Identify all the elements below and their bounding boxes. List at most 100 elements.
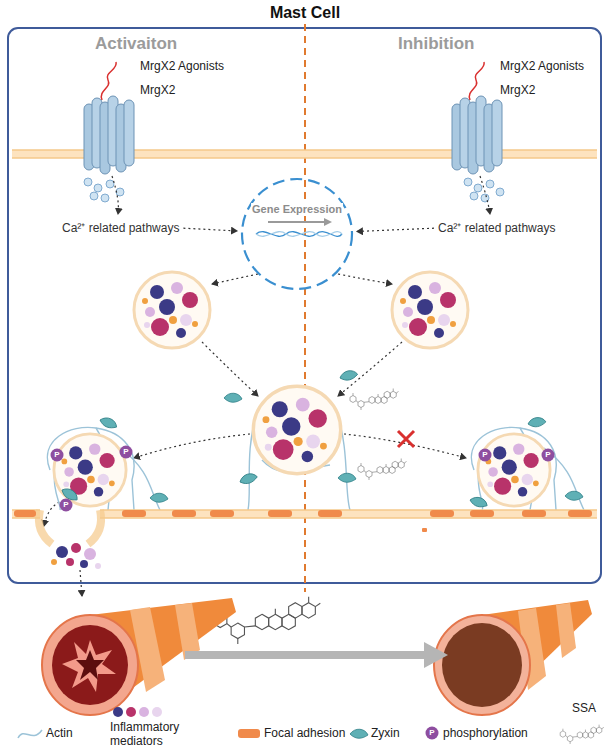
zyxin: [224, 393, 242, 402]
granule: [54, 434, 126, 506]
released-mediators: [66, 558, 74, 566]
focal-adhesion: [568, 510, 592, 517]
focal-adhesion: [14, 510, 36, 517]
ssa-molecule: [560, 725, 604, 744]
released-mediators: [71, 543, 81, 553]
legend-mediator-sample: [126, 707, 136, 717]
granule: [253, 386, 340, 473]
mrgx2-receptor: [452, 62, 502, 174]
healthy-vessel: [434, 600, 592, 715]
zyxin: [150, 493, 168, 502]
phospho-circle: [51, 449, 64, 462]
dotted-arrow: [44, 176, 490, 596]
zyxin: [565, 491, 583, 500]
nucleus-outline: [242, 179, 352, 289]
legend-swatch: [238, 729, 260, 738]
calcium-ions: [84, 178, 504, 202]
dotted-arrow: [202, 342, 258, 396]
dotted-connector: [183, 228, 237, 231]
calcium-ions: [496, 188, 504, 196]
dotted-arrow: [480, 176, 490, 214]
phospho-mark: P: [123, 448, 128, 456]
receptor-label: MrgX2: [140, 84, 175, 98]
calcium-ions: [90, 192, 98, 200]
legend-label: phosphorylation: [443, 727, 528, 741]
healthy-vessel: [434, 615, 530, 715]
phospho-circle: [120, 446, 133, 459]
panel-heading: Inhibition: [398, 34, 474, 54]
phospho-circle: [479, 449, 492, 462]
block-mark: [398, 431, 414, 447]
mrgx2-receptor: [101, 62, 116, 100]
calcium-ions: [84, 178, 92, 186]
pathway-label: Ca²⁺ related pathways: [62, 221, 179, 235]
pathway-label: Ca²⁺ related pathways: [438, 221, 555, 235]
dna-helix: [256, 232, 342, 237]
actin-filament: [471, 427, 556, 510]
healthy-vessel: [556, 603, 576, 658]
calcium-ions: [470, 192, 478, 200]
zyxin: [60, 369, 583, 509]
legend-actin-sample: [18, 730, 42, 738]
calcium-ions: [101, 194, 109, 202]
phospho-mark: P: [482, 451, 487, 459]
focal-adhesion: [14, 510, 592, 532]
focal-adhesion: [522, 510, 546, 517]
legend-label: Zyxin: [371, 727, 400, 741]
calcium-ions: [94, 184, 102, 192]
dotted-arrow: [112, 176, 118, 214]
mrgx2-receptor: [492, 100, 502, 166]
calcium-ions: [486, 180, 494, 188]
dotted-arrow: [212, 274, 258, 284]
phospho-mark: P: [429, 729, 434, 737]
diagram-title: Mast Cell: [0, 4, 610, 22]
actin-filament: [47, 427, 134, 510]
dotted-connector: [357, 228, 434, 231]
focal-adhesion: [422, 528, 427, 532]
divider-line: [304, 24, 306, 592]
granule: [134, 272, 468, 348]
released-mediators: [95, 563, 101, 569]
inflamed-vessel: [42, 615, 138, 715]
granule: [134, 272, 210, 348]
receptor-label: MrgX2: [500, 84, 535, 98]
transcription-arrow: [324, 218, 332, 226]
phospho-mark: P: [545, 451, 550, 459]
transcription-arrow: [268, 218, 332, 226]
released-mediators: [84, 548, 96, 560]
zyxin: [338, 473, 356, 482]
legend-label: SSA: [572, 702, 596, 716]
inflamed-vessel: [62, 640, 116, 692]
legend-label: Focal adhesion: [264, 727, 345, 741]
focal-adhesion: [430, 510, 454, 517]
legend-mediator-sample: [139, 707, 149, 717]
inflamed-vessel: [76, 650, 104, 680]
pathway-node: Ca²⁺ related pathways: [438, 221, 555, 235]
phospho-mark: P: [54, 451, 59, 459]
panel-heading: Activaiton: [95, 34, 177, 54]
treatment-arrow: [185, 642, 448, 668]
granule: [54, 386, 550, 506]
legend-mediator-sample: [113, 707, 162, 717]
transcription-arrow: [268, 221, 326, 223]
focal-adhesion: [172, 510, 196, 517]
zyxin: [469, 495, 489, 508]
dotted-arrow: [338, 274, 392, 284]
legend-mediator-sample: [152, 707, 162, 717]
ssa-molecule: [214, 389, 604, 745]
agonist-label: MrgX2 Agonists: [500, 60, 584, 74]
divider-line: [305, 24, 306, 592]
mrgx2-receptor: [469, 62, 484, 100]
focal-adhesion: [268, 510, 292, 517]
focal-adhesion: [210, 510, 234, 517]
ssa-molecule: [350, 389, 399, 411]
calcium-ions: [474, 184, 482, 192]
block-mark: [398, 431, 414, 447]
legend-zyxin-sample: [350, 729, 368, 738]
bottom-membrane: [88, 510, 101, 544]
mrgx2-receptor: [84, 62, 134, 174]
dotted-arrow: [134, 434, 250, 458]
